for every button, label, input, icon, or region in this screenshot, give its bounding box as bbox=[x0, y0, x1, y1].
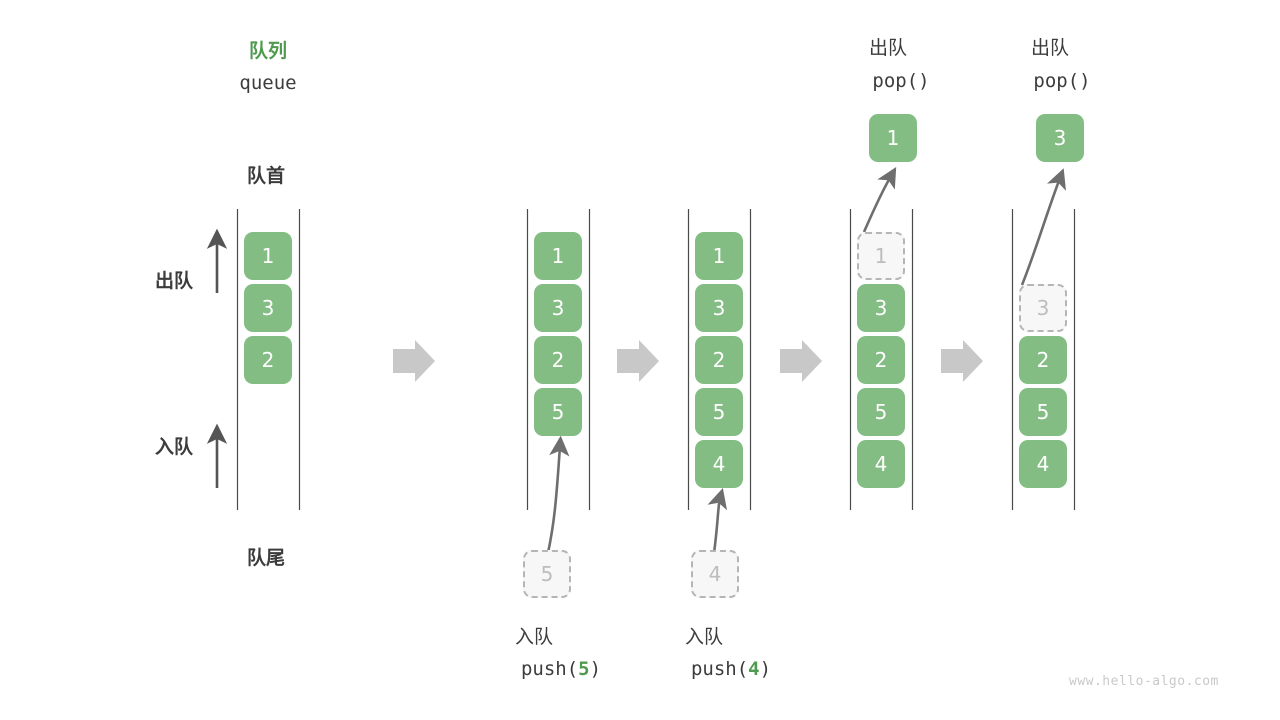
queue-cell: 2 bbox=[244, 336, 292, 384]
queue-title-en: queue bbox=[239, 72, 297, 94]
push-arrow-step-3 bbox=[707, 487, 728, 554]
push-caption-cn: 入队 bbox=[514, 626, 554, 648]
queue-cell-new: 5 bbox=[534, 388, 582, 436]
pop-caption-cn: 出队 bbox=[868, 37, 908, 59]
watermark: www.hello-algo.com bbox=[1069, 674, 1219, 689]
pop-ghost-cell: 3 bbox=[1019, 284, 1067, 332]
queue-cell: 3 bbox=[244, 284, 292, 332]
step-arrow-1 bbox=[393, 340, 435, 382]
step-arrow-4 bbox=[941, 340, 983, 382]
push-arg: 4 bbox=[748, 658, 760, 680]
push-ghost-cell: 4 bbox=[691, 550, 739, 598]
pop-arrow-step-5 bbox=[1020, 168, 1066, 286]
pop-arrow-step-4 bbox=[862, 166, 897, 233]
queue-cell: 2 bbox=[534, 336, 582, 384]
queue-cell: 1 bbox=[244, 232, 292, 280]
queue-cell: 3 bbox=[857, 284, 905, 332]
enqueue-label: 入队 bbox=[154, 436, 194, 458]
queue-cell: 2 bbox=[695, 336, 743, 384]
queue-cell: 2 bbox=[1019, 336, 1067, 384]
push-caption-code: push(4) bbox=[690, 658, 772, 680]
tail-label: 队尾 bbox=[246, 547, 286, 569]
queue-cell: 5 bbox=[1019, 388, 1067, 436]
queue-cell: 5 bbox=[857, 388, 905, 436]
step-arrow-2 bbox=[617, 340, 659, 382]
queue-cell: 4 bbox=[1019, 440, 1067, 488]
pop-ghost-cell: 1 bbox=[857, 232, 905, 280]
queue-title-cn: 队列 bbox=[248, 40, 288, 62]
push-arg: 5 bbox=[578, 658, 590, 680]
queue-cell: 4 bbox=[857, 440, 905, 488]
push-arrow-step-2 bbox=[546, 435, 570, 554]
queue-cell: 1 bbox=[695, 232, 743, 280]
step-arrow-3 bbox=[780, 340, 822, 382]
push-caption-cn: 入队 bbox=[684, 626, 724, 648]
push-ghost-cell: 5 bbox=[523, 550, 571, 598]
queue-cell-new: 4 bbox=[695, 440, 743, 488]
queue-cell: 3 bbox=[695, 284, 743, 332]
queue-cell: 2 bbox=[857, 336, 905, 384]
popped-cell: 1 bbox=[869, 114, 917, 162]
popped-cell: 3 bbox=[1036, 114, 1084, 162]
queue-cell: 3 bbox=[534, 284, 582, 332]
pop-caption-cn: 出队 bbox=[1030, 37, 1070, 59]
queue-cell: 1 bbox=[534, 232, 582, 280]
pop-caption-code: pop() bbox=[872, 70, 930, 92]
queue-cell: 5 bbox=[695, 388, 743, 436]
dequeue-label: 出队 bbox=[154, 270, 194, 292]
head-label: 队首 bbox=[246, 165, 286, 187]
pop-caption-code: pop() bbox=[1033, 70, 1091, 92]
push-caption-code: push(5) bbox=[520, 658, 602, 680]
